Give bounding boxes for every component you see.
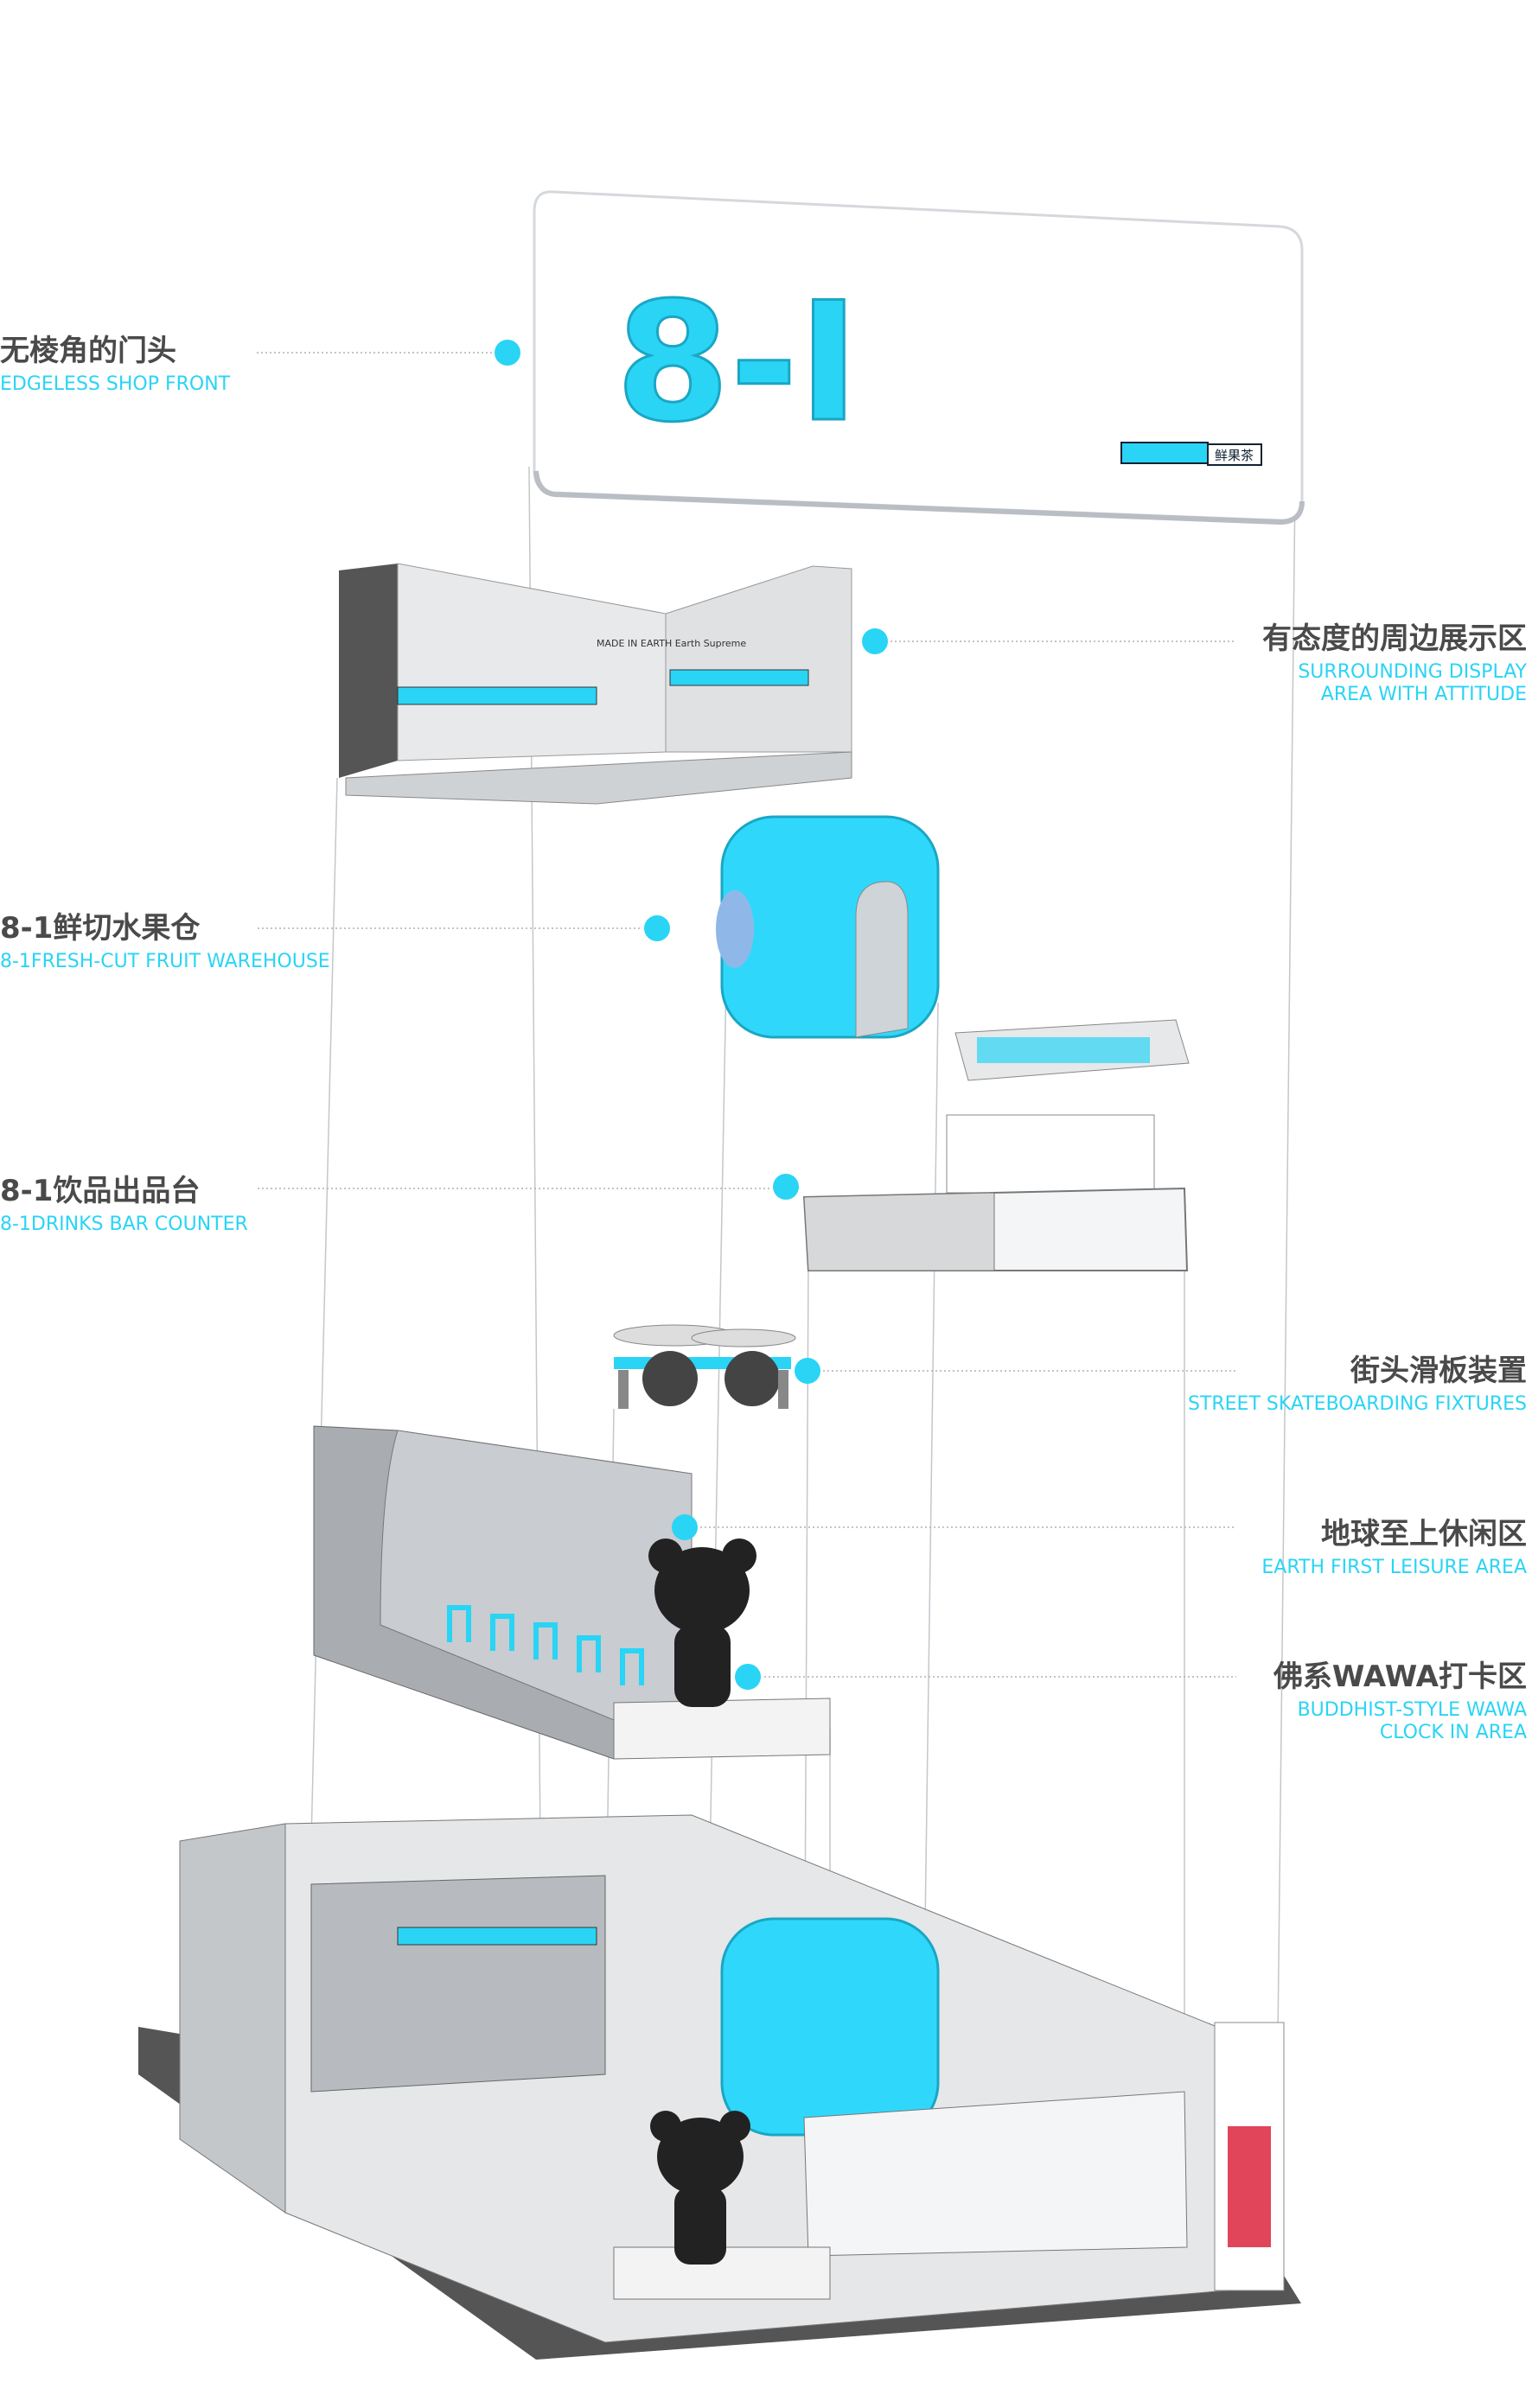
label-title: 佛系WAWA打卡区: [1273, 1659, 1527, 1694]
full-store-assembly: [138, 1814, 1301, 2360]
earth-first-leisure-area: [313, 1425, 831, 1760]
label-skateboarding-fixtures: 街头滑板装置 STREET SKATEBOARDING FIXTURES: [1188, 1354, 1527, 1416]
shop-sign: 8-I 鲜果茶: [533, 190, 1305, 526]
svg-text:鲜果茶: 鲜果茶: [1215, 448, 1254, 463]
label-drinks-bar-counter: 8-1饮品出品台 8-1DRINKS BAR COUNTER: [0, 1174, 248, 1236]
label-subtitle: BUDDHIST-STYLE WAWA CLOCK IN AREA: [1297, 1699, 1527, 1743]
label-title: 无棱角的门头: [0, 334, 176, 368]
leader-lines: [257, 352, 1236, 1678]
label-fruit-warehouse: 8-1鲜切水果仓 8-1FRESH-CUT FRUIT WAREHOUSE: [0, 911, 330, 973]
label-subtitle: STREET SKATEBOARDING FIXTURES: [1187, 1393, 1527, 1415]
label-subtitle: EARTH FIRST LEISURE AREA: [1261, 1557, 1527, 1578]
fresh-cut-fruit-warehouse: [716, 815, 940, 1039]
label-title: 8-1鲜切水果仓: [0, 911, 201, 946]
callout-dots: [495, 340, 888, 1690]
surrounding-display-area: MADE IN EARTH Earth Supreme: [339, 563, 852, 805]
display-wall-text: MADE IN EARTH Earth Supreme: [597, 638, 746, 649]
sign-logo: 鲜果茶: [1120, 442, 1262, 466]
sign-main-text: 8-I: [616, 267, 859, 458]
label-title: 地球至上休闲区: [1321, 1517, 1527, 1551]
label-subtitle: 8-1FRESH-CUT FRUIT WAREHOUSE: [0, 951, 330, 972]
label-edgeless-shop-front: 无棱角的门头 EDGELESS SHOP FRONT: [0, 334, 230, 396]
label-subtitle: EDGELESS SHOP FRONT: [0, 373, 231, 395]
label-title: 街头滑板装置: [1350, 1354, 1527, 1388]
label-wawa-clock-in-area: 佛系WAWA打卡区 BUDDHIST-STYLE WAWA CLOCK IN A…: [1273, 1659, 1527, 1744]
label-subtitle: SURROUNDING DISPLAY AREA WITH ATTITUDE: [1298, 661, 1527, 705]
street-skateboarding-fixtures: [613, 1324, 796, 1409]
label-title: 8-1饮品出品台: [0, 1174, 201, 1208]
drinks-bar-counter: [802, 1019, 1190, 1271]
label-subtitle: 8-1DRINKS BAR COUNTER: [0, 1214, 248, 1235]
wawa-bear-figure: [648, 1538, 756, 1707]
label-title: 有态度的周边展示区: [1262, 621, 1527, 656]
label-leisure-area: 地球至上休闲区 EARTH FIRST LEISURE AREA: [1261, 1517, 1527, 1579]
label-surrounding-display-area: 有态度的周边展示区 SURROUNDING DISPLAY AREA WITH …: [1262, 621, 1527, 706]
